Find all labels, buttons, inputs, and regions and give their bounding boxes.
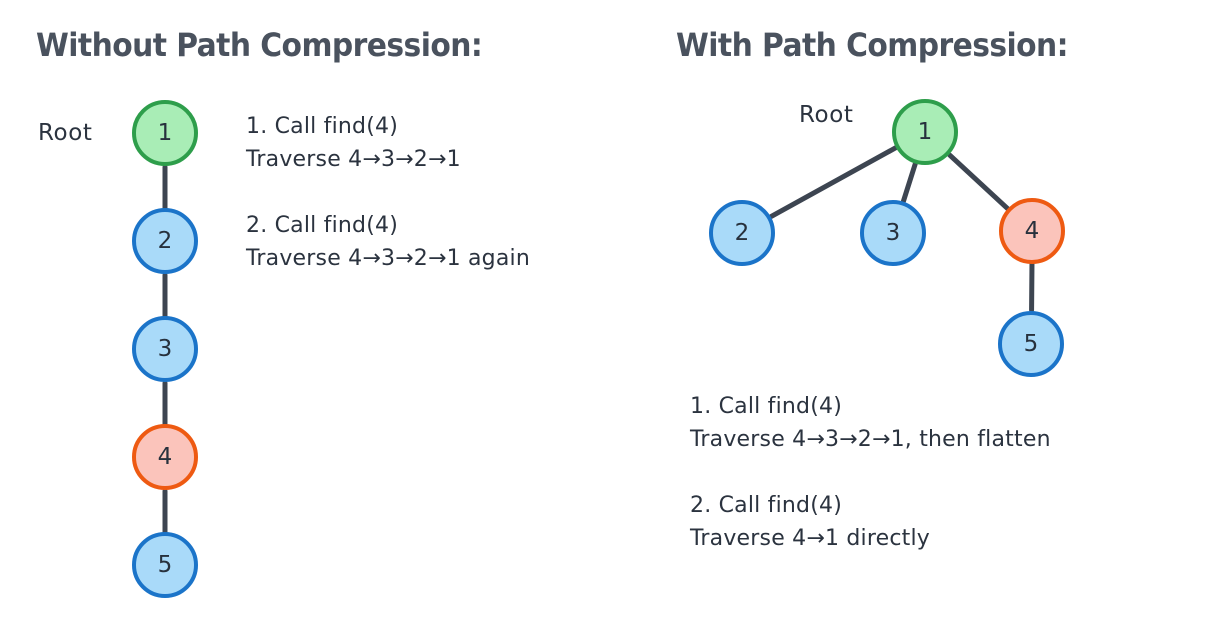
right-step-2-line-2: Traverse 4→1 directly	[690, 526, 930, 551]
left-step-1-line-1: 1. Call find(4)	[246, 114, 398, 139]
left-node-2[interactable]: 2	[132, 208, 198, 274]
node-label: 2	[734, 219, 750, 246]
left-node-1[interactable]: 1	[132, 100, 198, 166]
node-label: 3	[157, 335, 173, 362]
left-step-2-line-1: 2. Call find(4)	[246, 213, 398, 238]
right-node-3[interactable]: 3	[860, 200, 926, 266]
right-node-4[interactable]: 4	[999, 198, 1065, 264]
edge-L1-L2	[162, 164, 168, 210]
node-label: 4	[1024, 217, 1040, 244]
right-step-1-line-2: Traverse 4→3→2→1, then flatten	[690, 427, 1051, 452]
edge-L2-L3	[162, 272, 168, 318]
node-label: 5	[157, 551, 173, 578]
node-label: 4	[157, 443, 173, 470]
right-panel-title: With Path Compression:	[676, 26, 1069, 64]
node-label: 1	[157, 119, 173, 146]
edge-R1-R3	[899, 160, 919, 205]
left-step-2-line-2: Traverse 4→3→2→1 again	[246, 246, 530, 271]
edge-R1-R4	[946, 151, 1011, 212]
right-node-1[interactable]: 1	[892, 99, 958, 165]
node-label: 1	[917, 118, 933, 145]
edge-L4-L5	[162, 488, 168, 534]
edge-R4-R5	[1028, 261, 1035, 314]
left-panel-title: Without Path Compression:	[36, 26, 483, 64]
node-label: 2	[157, 227, 173, 254]
left-step-1-line-2: Traverse 4→3→2→1	[246, 147, 461, 172]
right-node-5[interactable]: 5	[998, 311, 1064, 377]
right-root-label: Root	[799, 102, 854, 128]
right-step-2-line-1: 2. Call find(4)	[690, 493, 842, 518]
edge-L3-L4	[162, 380, 168, 426]
left-root-label: Root	[38, 120, 93, 146]
right-node-2[interactable]: 2	[709, 200, 775, 266]
right-step-1-line-1: 1. Call find(4)	[690, 394, 842, 419]
left-node-4[interactable]: 4	[132, 424, 198, 490]
left-node-5[interactable]: 5	[132, 532, 198, 598]
left-node-3[interactable]: 3	[132, 316, 198, 382]
node-label: 5	[1023, 330, 1039, 357]
node-label: 3	[885, 219, 901, 246]
